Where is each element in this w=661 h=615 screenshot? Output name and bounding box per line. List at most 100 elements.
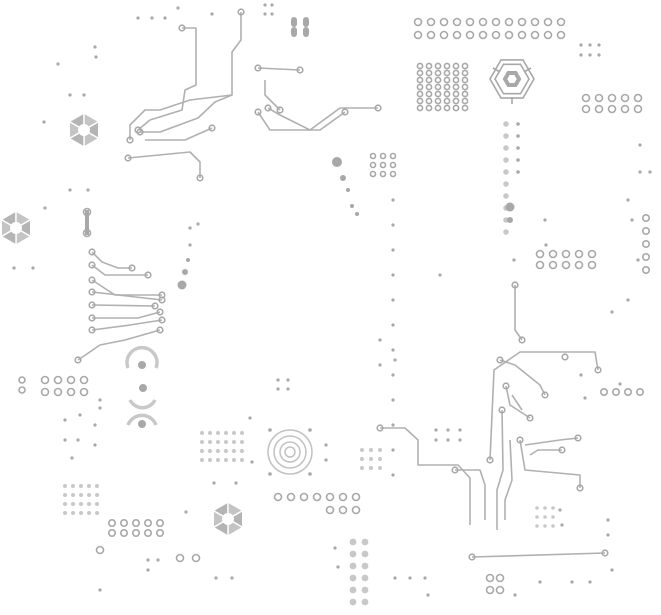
trace <box>140 94 233 133</box>
arc <box>128 399 157 410</box>
ring-pad <box>156 326 164 334</box>
ring-pad <box>502 382 510 390</box>
ring-pad <box>128 264 136 272</box>
via-dot <box>535 506 539 510</box>
ring-pad <box>491 30 501 40</box>
ring-pad <box>158 316 166 324</box>
ring-pad <box>452 69 460 77</box>
ring-pad <box>273 492 283 502</box>
via-dot <box>234 481 238 485</box>
via-dot <box>200 440 204 444</box>
ring-pad <box>88 314 96 322</box>
ring-pad <box>413 17 423 27</box>
ring-pad <box>641 214 650 223</box>
via-dot <box>93 423 97 427</box>
via-dot <box>208 458 212 462</box>
ring-pad <box>611 387 620 396</box>
ring-pad <box>144 528 153 537</box>
ring-pad <box>620 93 630 103</box>
via-dot <box>240 449 244 453</box>
via-dot <box>535 515 539 519</box>
ring-pad <box>587 260 597 270</box>
via-dot <box>378 338 382 342</box>
ring-pad <box>439 30 449 40</box>
ring-pad <box>556 30 566 40</box>
via-dot <box>350 204 354 208</box>
ring-pad <box>461 76 469 84</box>
ring-pad <box>379 152 387 160</box>
via-dot <box>68 188 72 192</box>
ring-pad <box>468 553 476 561</box>
ring-pad <box>196 174 204 182</box>
via-dot <box>63 493 67 497</box>
via-dot <box>63 484 67 488</box>
via-dot <box>214 576 218 580</box>
ring-pad <box>325 492 335 502</box>
via-dot <box>378 363 382 367</box>
hex-center <box>78 124 90 136</box>
ring-pad <box>136 128 144 136</box>
trace <box>524 437 579 446</box>
ring-pad <box>53 375 63 385</box>
via-dot <box>76 438 80 442</box>
via-dot <box>333 546 337 550</box>
via-dot <box>71 502 75 506</box>
via-dot <box>71 511 75 515</box>
trace <box>519 439 581 488</box>
via-dot <box>232 440 236 444</box>
via-dot <box>369 457 373 461</box>
ring-pad <box>426 17 436 27</box>
ring-pad <box>351 505 361 515</box>
via-dot <box>98 398 102 402</box>
ring-pad <box>132 528 141 537</box>
via-dot <box>503 193 509 199</box>
via-dot <box>56 62 60 66</box>
via-dot <box>626 298 630 302</box>
via-dot <box>361 586 369 594</box>
ring-pad <box>620 104 630 114</box>
ring-pad <box>237 8 245 16</box>
via-dot <box>393 576 397 580</box>
trace <box>505 385 531 419</box>
via-dot <box>138 420 146 428</box>
via-dot <box>391 223 395 227</box>
via-dot <box>163 16 167 20</box>
via-dot <box>360 457 364 461</box>
via-dot <box>150 16 154 20</box>
ring-pad <box>558 446 566 454</box>
ring-pad <box>478 17 488 27</box>
via-dot <box>156 558 160 562</box>
via-dot <box>369 466 373 470</box>
ring-pad <box>425 76 433 84</box>
corner-dot <box>268 472 272 476</box>
ring-pad <box>369 161 377 169</box>
ring <box>279 441 301 463</box>
ring-pad <box>416 90 424 98</box>
ring-pad <box>156 308 164 316</box>
ring-pad <box>451 466 459 474</box>
ring-pad <box>425 97 433 105</box>
via-dot <box>391 423 395 427</box>
via-dot <box>232 431 236 435</box>
ring-pad <box>312 492 322 502</box>
via-dot <box>200 449 204 453</box>
trace <box>380 427 471 525</box>
trace <box>496 409 504 530</box>
via-dot <box>87 493 91 497</box>
via-dot <box>208 431 212 435</box>
via-dot <box>79 502 83 506</box>
via-dot <box>434 438 438 442</box>
ring-pad <box>108 528 117 537</box>
trace <box>264 80 281 111</box>
ring-pad <box>434 62 442 70</box>
via-dot <box>503 181 509 187</box>
ring-pad <box>461 104 469 112</box>
ring-pad <box>254 108 262 116</box>
ring-pad <box>452 104 460 112</box>
trace <box>514 285 523 341</box>
ring-pad <box>452 76 460 84</box>
via-dot <box>361 574 369 582</box>
via-dot <box>340 175 346 181</box>
ring-pad <box>641 227 650 236</box>
via-dot <box>176 6 180 10</box>
